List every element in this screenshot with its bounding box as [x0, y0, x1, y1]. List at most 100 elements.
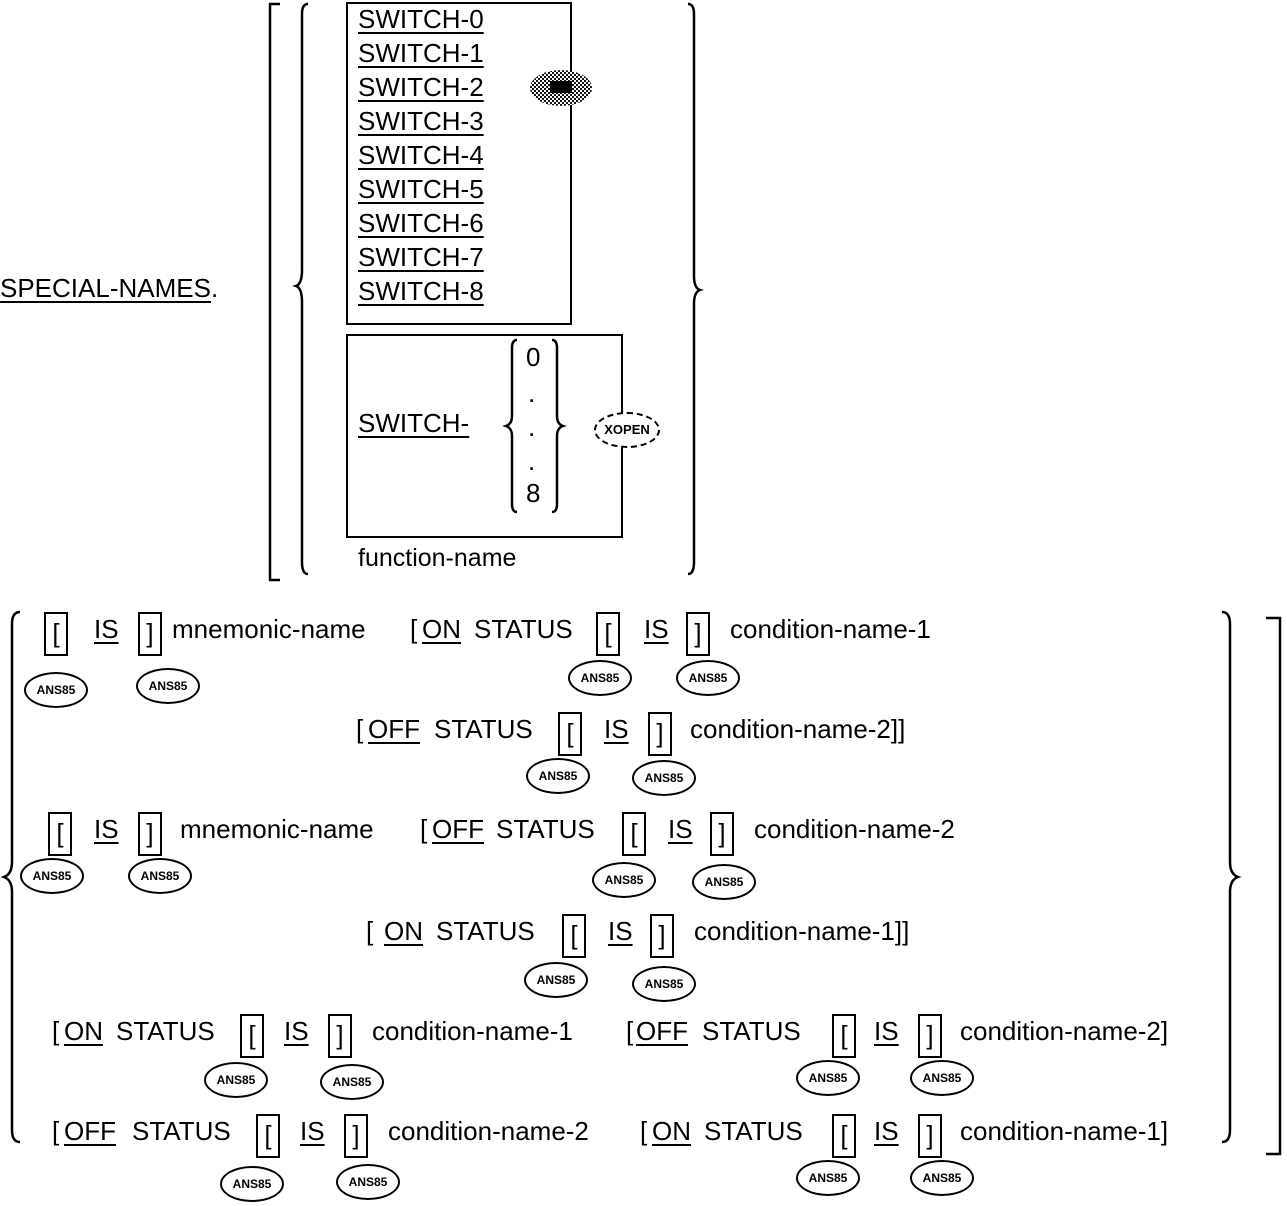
switch-1: SWITCH-1 [358, 38, 484, 68]
row5-open-bracket-2: [ [832, 1014, 856, 1058]
row3-close-bracket: ] [138, 812, 162, 856]
row6-off: OFF [64, 1116, 116, 1146]
ansi-badge: ANS85 [592, 862, 656, 898]
row1-status-open-bracket: [ [596, 612, 620, 656]
row1-status: STATUS [474, 614, 573, 644]
digit-last: 8 [526, 478, 541, 508]
ansi-badge: ANS85 [220, 1166, 284, 1202]
row5-status-2: STATUS [702, 1016, 801, 1046]
row3-is: IS [94, 814, 119, 844]
ansi-badge: ANS85 [526, 758, 590, 794]
row3-status-open-bracket: [ [622, 812, 646, 856]
row6-open-bracket: [ [256, 1114, 280, 1158]
row2-close-bracket: ] [648, 712, 672, 756]
row6-bracket-open-2: [ [640, 1116, 648, 1146]
switch-list-box [346, 2, 572, 325]
digit-dot-1: . [528, 378, 536, 408]
row1-is: IS [94, 614, 119, 644]
special-names-heading: SPECIAL-NAMES. [0, 273, 218, 303]
row2-status: STATUS [434, 714, 533, 744]
digit-dot-3: . [528, 446, 536, 476]
row5-status: STATUS [116, 1016, 215, 1046]
row1-open-bracket: [ [44, 612, 68, 656]
bottom-left-brace [0, 610, 21, 1144]
row6-is: IS [300, 1116, 325, 1146]
row6-status-2: STATUS [704, 1116, 803, 1146]
special-names-keyword: SPECIAL-NAMES [0, 273, 211, 303]
row5-bracket-open: [ [52, 1016, 60, 1046]
switch-7: SWITCH-7 [358, 242, 484, 272]
xopen-badge: XOPEN [594, 412, 660, 448]
row5-off: OFF [636, 1016, 688, 1046]
switch-6: SWITCH-6 [358, 208, 484, 238]
switch-prefix: SWITCH- [358, 408, 470, 438]
row1-mnemonic-name: mnemonic-name [172, 614, 366, 644]
ansi-badge: ANS85 [136, 668, 200, 704]
row2-is: IS [604, 714, 629, 744]
row1-condition-name-1: condition-name-1 [730, 614, 931, 644]
row3-status-close-bracket: ] [710, 812, 734, 856]
digit-dot-2: . [528, 412, 536, 442]
row4-close-bracket: ] [650, 914, 674, 958]
ansi-badge: ANS85 [910, 1060, 974, 1096]
ansi-badge: ANS85 [632, 966, 696, 1002]
ansi-badge: ANS85 [910, 1160, 974, 1196]
ansi-badge: ANS85 [128, 858, 192, 894]
row2-off: OFF [368, 714, 420, 744]
row2-bracket-open: [ [356, 714, 364, 744]
row3-off: OFF [432, 814, 484, 844]
row3-status-is: IS [668, 814, 693, 844]
ansi-badge: ANS85 [24, 672, 88, 708]
row4-open-bracket: [ [562, 914, 586, 958]
ansi-badge: ANS85 [336, 1164, 400, 1200]
top-right-brace [687, 2, 704, 576]
row2-open-bracket: [ [558, 712, 582, 756]
row3-status: STATUS [496, 814, 595, 844]
row6-bracket-open: [ [52, 1116, 60, 1146]
row6-condition-name-2: condition-name-2 [388, 1116, 589, 1146]
digit-right-brace [551, 338, 567, 514]
switch-0: SWITCH-0 [358, 4, 484, 34]
row5-is-2: IS [874, 1016, 899, 1046]
row4-bracket-open: [ [366, 916, 381, 946]
row6-on: ON [652, 1116, 691, 1146]
row6-close-bracket: ] [344, 1114, 368, 1158]
ansi-badge: ANS85 [796, 1060, 860, 1096]
row5-condition-name-2: condition-name-2] [960, 1016, 1169, 1046]
row2-condition-name-2: condition-name-2]] [690, 714, 906, 744]
ansi-badge: ANS85 [568, 660, 632, 696]
row5-bracket-open-2: [ [626, 1016, 634, 1046]
row5-close-bracket-2: ] [918, 1014, 942, 1058]
outer-right-bracket [1266, 616, 1282, 1156]
ansi-badge: ANS85 [20, 858, 84, 894]
row1-status-is: IS [644, 614, 669, 644]
row5-condition-name-1: condition-name-1 [372, 1016, 573, 1046]
row4-is: IS [608, 916, 633, 946]
function-name-label: function-name [358, 544, 517, 572]
row3-mnemonic-name: mnemonic-name [180, 814, 374, 844]
row1-on: ON [422, 614, 461, 644]
switch-2: SWITCH-2 [358, 72, 484, 102]
row6-condition-name-1: condition-name-1] [960, 1116, 1169, 1146]
row6-close-bracket-2: ] [918, 1114, 942, 1158]
row5-is: IS [284, 1016, 309, 1046]
row6-is-2: IS [874, 1116, 899, 1146]
row5-close-bracket: ] [328, 1014, 352, 1058]
outer-left-bracket [268, 2, 280, 582]
row1-close-bracket: ] [138, 612, 162, 656]
row3-condition-name-2: condition-name-2 [754, 814, 955, 844]
ansi-badge: ANS85 [676, 660, 740, 696]
period: . [210, 273, 219, 303]
row5-on: ON [64, 1016, 103, 1046]
bottom-right-brace [1221, 610, 1242, 1144]
ansi-badge: ANS85 [632, 760, 696, 796]
row1-status-close-bracket: ] [686, 612, 710, 656]
row4-condition-name-1: condition-name-1]] [694, 916, 910, 946]
mf-badge-icon [530, 70, 592, 106]
row1-bracket-open: [ [410, 614, 418, 644]
row4-status: STATUS [436, 916, 535, 946]
ansi-badge: ANS85 [692, 864, 756, 900]
digit-left-brace [502, 338, 518, 514]
ansi-badge: ANS85 [320, 1064, 384, 1100]
